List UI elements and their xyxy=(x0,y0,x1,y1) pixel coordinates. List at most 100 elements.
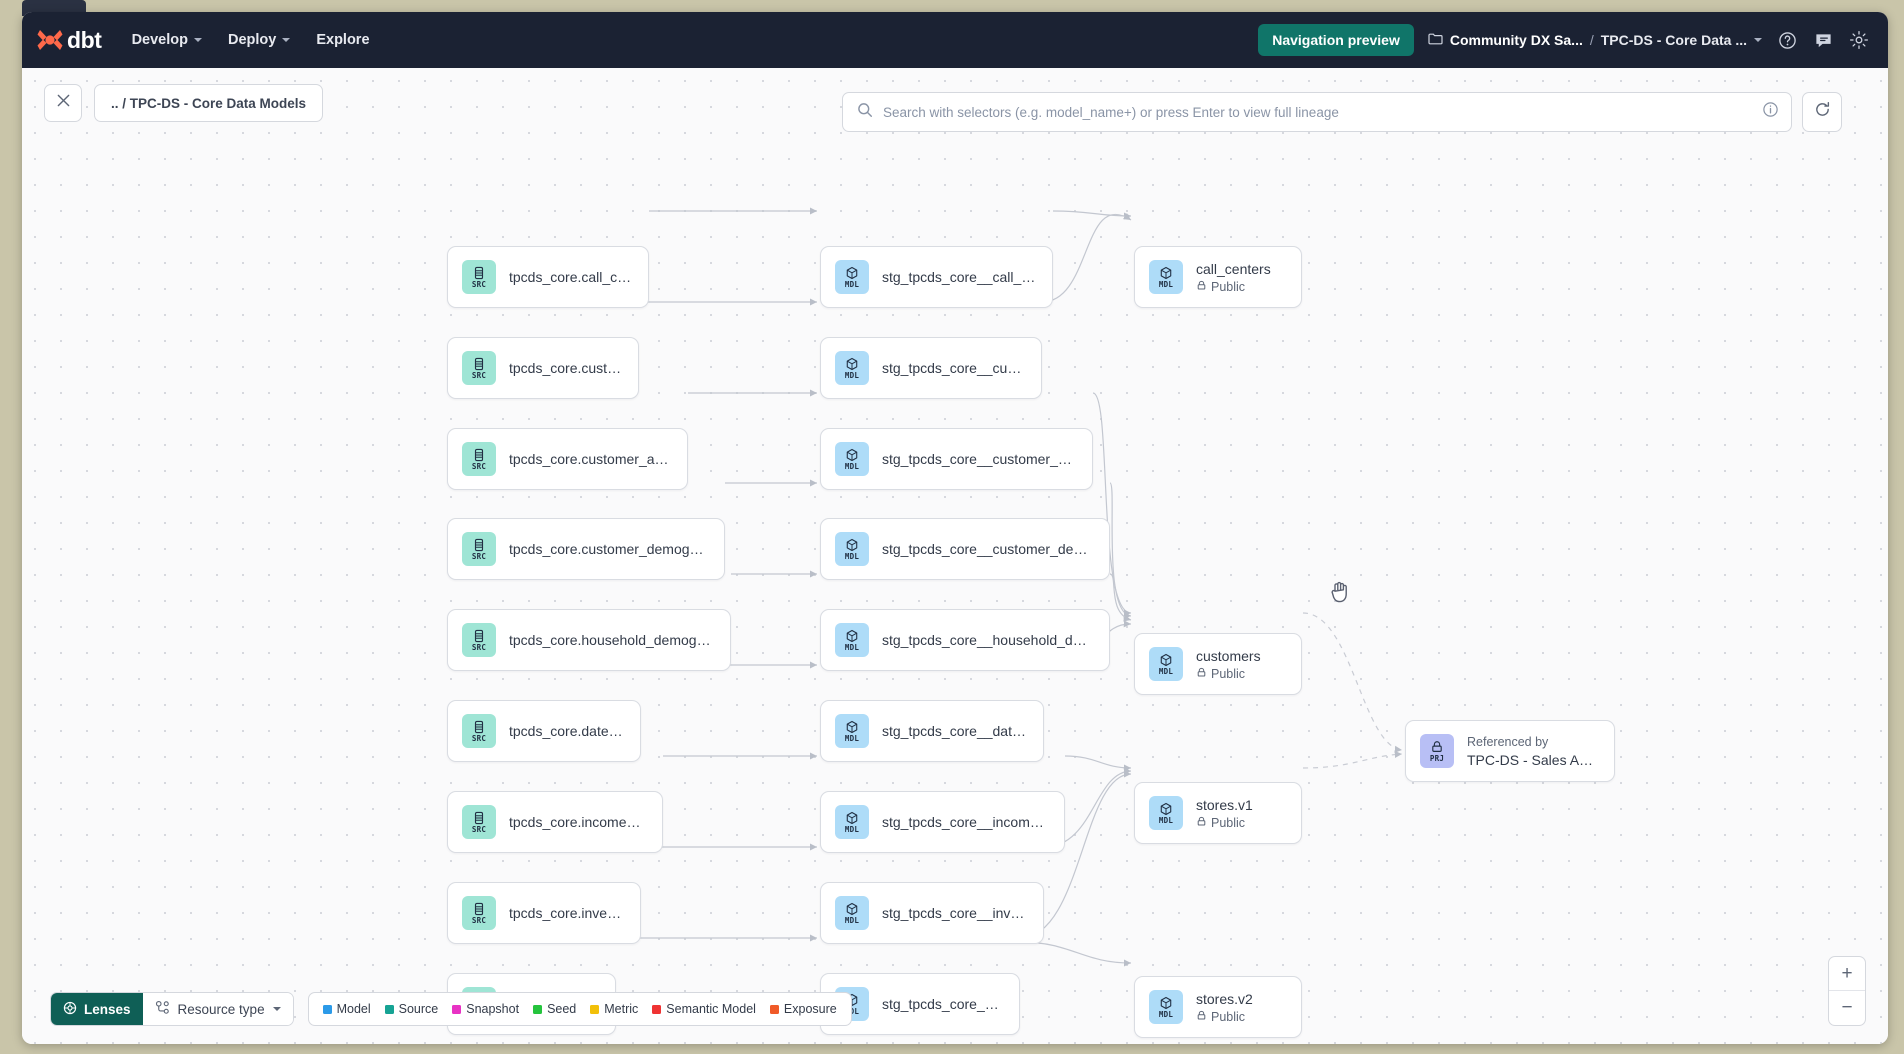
account-project-breadcrumb[interactable]: Community DX Sa... / TPC-DS - Core Data … xyxy=(1428,32,1762,48)
nav-item-explore[interactable]: Explore xyxy=(316,32,369,48)
feedback-icon[interactable] xyxy=(1812,29,1834,51)
nav-item-develop-label: Develop xyxy=(131,32,188,48)
help-circle-icon[interactable] xyxy=(1776,29,1798,51)
legend-swatch xyxy=(384,1004,394,1014)
top-navigation-bar: dbt Develop Deploy Explore Navigation pr… xyxy=(22,12,1888,68)
top-nav-right: Navigation preview Community DX Sa... / … xyxy=(1258,24,1870,56)
app-window: dbt Develop Deploy Explore Navigation pr… xyxy=(22,12,1888,1044)
legend-item-source[interactable]: Source xyxy=(384,1002,439,1016)
lenses-label: Lenses xyxy=(84,1001,131,1017)
breadcrumb-separator: / xyxy=(1589,32,1594,48)
node-visibility: Public xyxy=(1196,667,1261,681)
src-badge-icon: SRC xyxy=(462,442,496,476)
node-title: tpcds_core.call_center xyxy=(509,269,632,285)
mdl-badge-icon: MDL xyxy=(1149,796,1183,830)
legend-item-exposure[interactable]: Exposure xyxy=(769,1002,837,1016)
lineage-canvas[interactable]: SRCtpcds_core.call_centerSRCtpcds_core.c… xyxy=(22,68,1888,1044)
zoom-out-button[interactable]: − xyxy=(1841,997,1853,1018)
search-box[interactable] xyxy=(842,92,1792,132)
refresh-button[interactable] xyxy=(1802,92,1842,132)
node-text: stg_tpcds_core__household_demogr… xyxy=(882,632,1093,648)
legend-label: Metric xyxy=(604,1002,639,1016)
node-text: tpcds_core.customer_address xyxy=(509,451,671,467)
resource-type-legend: Model Source Snapshot Seed Metric Semantic Mo… xyxy=(307,992,852,1026)
resource-type-label: Resource type xyxy=(177,1001,265,1017)
search-input[interactable] xyxy=(883,104,1752,120)
node-text: tpcds_core.inventory xyxy=(509,905,624,921)
graph-node-mdl-customer-demo[interactable]: MDLstg_tpcds_core__customer_demogra… xyxy=(820,518,1110,580)
graph-node-mdl-household[interactable]: MDL stg_tpcds_core__household_demogr… xyxy=(820,609,1110,671)
chevron-down-icon xyxy=(1754,38,1762,42)
node-title: stg_tpcds_core__call_center xyxy=(882,269,1036,285)
mdl-badge-icon: MDL xyxy=(835,896,869,930)
close-button[interactable] xyxy=(44,84,82,122)
nav-item-develop[interactable]: Develop xyxy=(132,32,202,48)
resource-type-icon xyxy=(155,1000,170,1018)
lock-icon xyxy=(1196,667,1207,681)
legend-item-semantic-model[interactable]: Semantic Model xyxy=(652,1002,756,1016)
gear-icon[interactable] xyxy=(1848,29,1870,51)
node-text: stg_tpcds_core__income_band xyxy=(882,814,1048,830)
node-text: tpcds_core.customer xyxy=(509,360,622,376)
node-title: stg_tpcds_core__store xyxy=(882,996,1003,1012)
navigation-preview-button[interactable]: Navigation preview xyxy=(1258,24,1414,56)
dbt-logo[interactable]: dbt xyxy=(36,27,102,53)
legend-label: Seed xyxy=(547,1002,577,1016)
breadcrumb-account: Community DX Sa... xyxy=(1449,32,1583,48)
mdl-badge-icon: MDL xyxy=(1149,647,1183,681)
breadcrumb-pill[interactable]: .. / TPC-DS - Core Data Models xyxy=(94,84,324,122)
mdl-badge-icon: MDL xyxy=(835,623,869,657)
legend-item-snapshot[interactable]: Snapshot xyxy=(452,1002,519,1016)
zoom-in-button[interactable]: + xyxy=(1829,957,1865,991)
node-title: stg_tpcds_core__customer_address xyxy=(882,451,1076,467)
legend-label: Source xyxy=(398,1002,439,1016)
node-text: tpcds_core.call_center xyxy=(509,269,632,285)
node-title: stg_tpcds_core__date_dim xyxy=(882,723,1027,739)
mdl-badge-icon: MDL xyxy=(835,351,869,385)
info-icon[interactable] xyxy=(1762,101,1779,123)
graph-node-mdl-inventory[interactable]: MDL stg_tpcds_core__inventory xyxy=(820,882,1044,944)
legend-item-model[interactable]: Model xyxy=(322,1002,371,1016)
legend-label: Model xyxy=(336,1002,371,1016)
legend-item-metric[interactable]: Metric xyxy=(590,1002,638,1016)
mdl-badge-icon: MDL xyxy=(1149,990,1183,1024)
node-title: TPC-DS - Sales Analytics xyxy=(1467,751,1598,768)
folder-icon xyxy=(1428,32,1443,48)
mdl-badge-icon: MDL xyxy=(1149,260,1183,294)
chevron-down-icon xyxy=(282,38,291,42)
lenses-button[interactable]: Lenses xyxy=(51,993,143,1025)
legend-item-seed[interactable]: Seed xyxy=(533,1002,576,1016)
node-text: stg_tpcds_core__customer_demogra… xyxy=(882,541,1093,557)
node-visibility-label: Public xyxy=(1211,1009,1246,1024)
resource-type-dropdown[interactable]: Resource type xyxy=(142,993,293,1025)
legend-label: Exposure xyxy=(783,1002,837,1016)
node-title: tpcds_core.income_band xyxy=(509,814,646,830)
src-badge-icon: SRC xyxy=(462,532,496,566)
nav-item-deploy[interactable]: Deploy xyxy=(228,32,291,48)
lens-group: Lenses Resource type xyxy=(50,992,294,1026)
graph-node-src-customer-addr[interactable]: SRC tpcds_core.customer_address xyxy=(447,428,688,490)
node-text: stg_tpcds_core__inventory xyxy=(882,905,1027,921)
legend-swatch xyxy=(769,1004,779,1014)
close-icon xyxy=(56,93,71,113)
